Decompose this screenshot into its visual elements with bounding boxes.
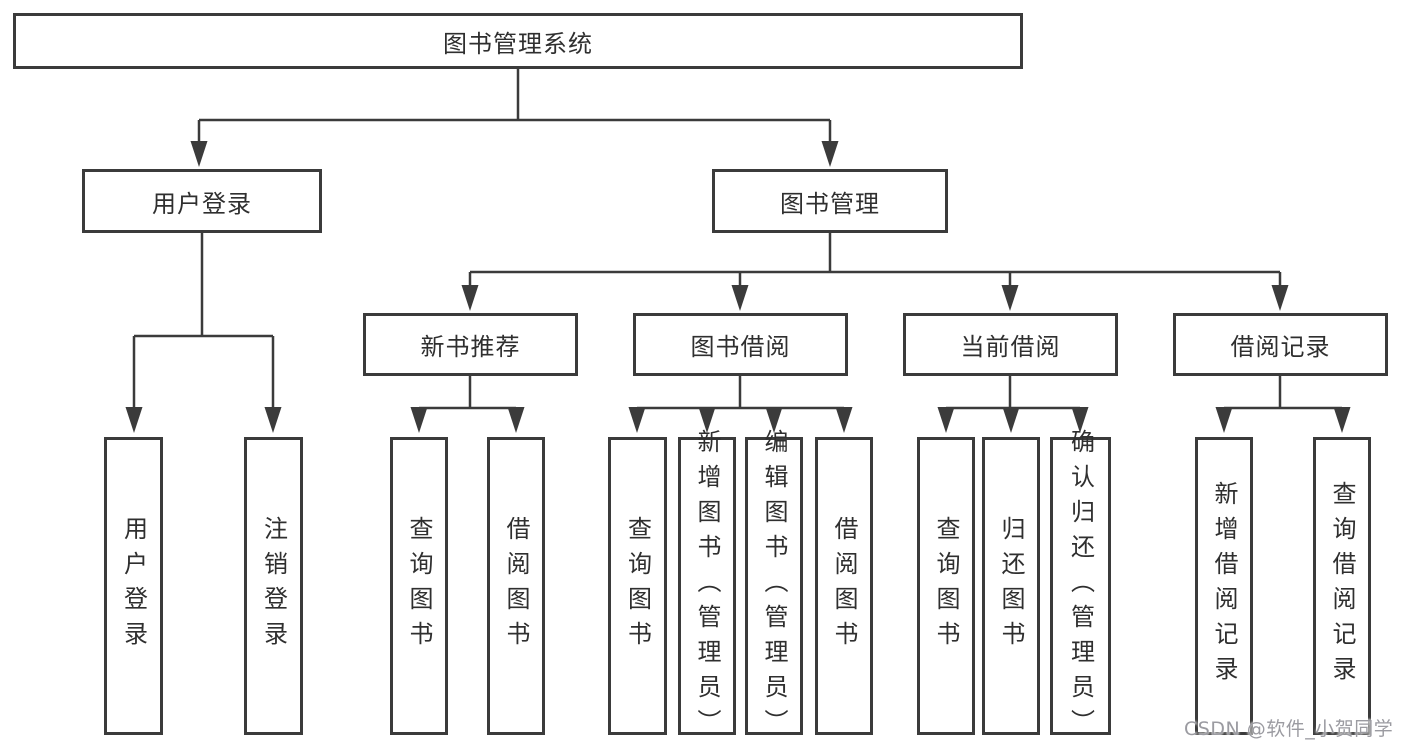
- leaf-query-books-current: 查询图书: [917, 437, 975, 735]
- node-label: 查询图书: [405, 516, 433, 656]
- node-label: 查询图书: [932, 516, 960, 656]
- node-label: 图书管理: [780, 189, 880, 218]
- node-label: 编辑图书（管理员）: [760, 428, 788, 744]
- node-label: 借阅图书: [830, 516, 858, 656]
- node-current-borrowing: 当前借阅: [903, 313, 1118, 376]
- node-label: 用户登录: [119, 516, 148, 656]
- node-label: 查询图书: [623, 516, 652, 656]
- node-library-management-system: 图书管理系统: [13, 13, 1023, 69]
- leaf-user-login: 用户登录: [104, 437, 163, 735]
- leaf-query-books-borrowing: 查询图书: [608, 437, 667, 735]
- leaf-logout: 注销登录: [244, 437, 303, 735]
- leaf-add-book-admin: 新增图书（管理员）: [678, 429, 736, 744]
- node-user-login: 用户登录: [82, 169, 322, 233]
- node-label: 用户登录: [152, 189, 252, 218]
- node-book-management: 图书管理: [712, 169, 948, 233]
- node-borrowing-records: 借阅记录: [1173, 313, 1388, 376]
- node-label: 借阅图书: [502, 516, 530, 656]
- node-label: 新增借阅记录: [1210, 481, 1238, 691]
- node-label: 当前借阅: [960, 333, 1061, 361]
- leaf-add-borrow-record: 新增借阅记录: [1195, 437, 1253, 735]
- node-new-book-recommendation: 新书推荐: [363, 313, 578, 376]
- leaf-edit-book-admin: 编辑图书（管理员）: [745, 429, 803, 744]
- watermark: CSDN @软件_小贺同学: [1184, 718, 1394, 740]
- arrowheads: [125, 141, 1351, 433]
- node-label: 图书管理系统: [443, 29, 593, 58]
- node-label: 图书借阅: [690, 333, 791, 361]
- node-label: 归还图书: [997, 516, 1025, 656]
- leaf-query-borrow-record: 查询借阅记录: [1313, 437, 1371, 735]
- node-label: 查询借阅记录: [1328, 481, 1356, 691]
- leaf-return-books: 归还图书: [982, 437, 1040, 735]
- node-label: 注销登录: [259, 516, 288, 656]
- leaf-query-books-recommendation: 查询图书: [390, 437, 448, 735]
- node-label: 借阅记录: [1230, 333, 1331, 361]
- node-book-borrowing: 图书借阅: [633, 313, 848, 376]
- node-label: 确认归还（管理员）: [1066, 428, 1095, 744]
- leaf-borrow-books-recommendation: 借阅图书: [487, 437, 545, 735]
- leaf-confirm-return-admin: 确认归还（管理员）: [1050, 429, 1111, 744]
- leaf-borrow-books-borrowing: 借阅图书: [815, 437, 873, 735]
- node-label: 新书推荐: [420, 333, 521, 361]
- node-label: 新增图书（管理员）: [693, 428, 721, 744]
